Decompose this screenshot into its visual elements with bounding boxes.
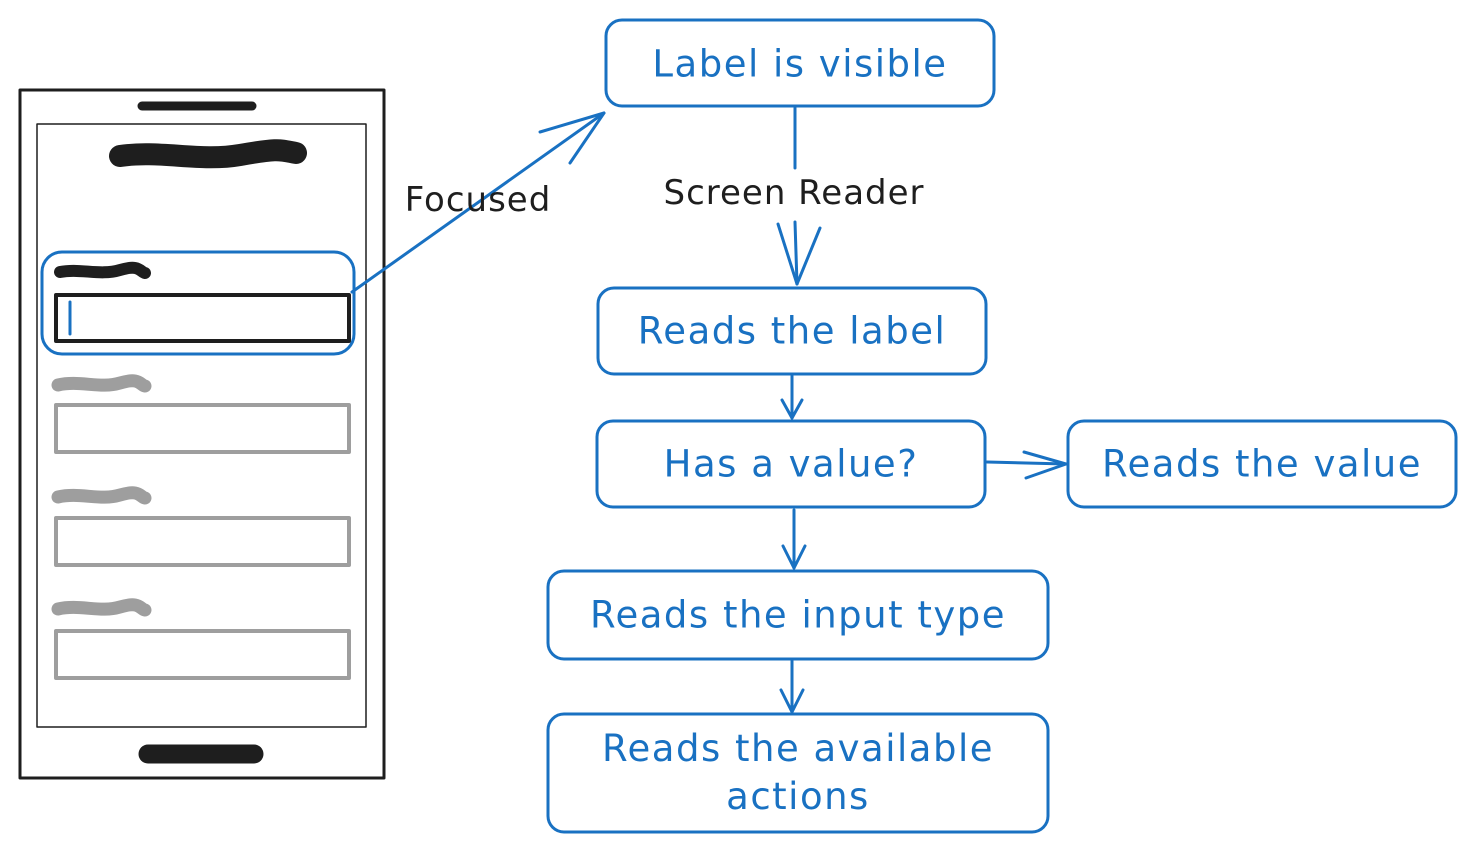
node-reads-actions-text: Reads the available actions [602,726,994,818]
node-reads-input-type [546,569,1050,661]
text-input[interactable] [54,403,351,454]
edge-label-focused: Focused [404,180,552,220]
flow-boxes [546,18,1458,834]
arrow-input-type-to-actions [779,659,805,714]
arrow-reads-label-to-has-value [780,374,804,420]
text-input[interactable] [54,629,351,680]
field-label-placeholder [51,598,152,617]
node-reads-actions [546,712,1050,834]
field-label-placeholder [54,261,151,279]
node-reads-value [1066,419,1458,509]
text-input-focused[interactable] [54,293,351,343]
field-label-placeholder [51,374,152,393]
node-reads-label-text: Reads the label [637,309,947,353]
phone-frame [18,88,386,780]
arrow-label-to-reads-label [776,106,822,286]
text-input[interactable] [54,516,351,567]
node-label-visible-text: Label is visible [652,42,948,86]
phone-screen [36,123,367,728]
edge-label-screen-reader: Screen Reader [663,173,925,213]
node-reads-label [596,286,988,376]
flow-arrows [776,106,1068,714]
node-has-value-text: Has a value? [663,442,919,486]
phone-mockup [18,88,386,780]
screen-title-placeholder [109,139,307,169]
focused-arrow [350,111,606,294]
arrow-has-value-to-input-type [781,508,807,570]
node-label-visible [604,18,996,108]
focused-field-highlight [40,250,356,356]
node-reads-value-text: Reads the value [1101,442,1423,486]
field-label-placeholder [51,486,152,505]
arrow-has-value-to-reads-value [985,450,1068,480]
node-has-value [595,419,987,509]
node-reads-input-type-text: Reads the input type [589,593,1007,637]
